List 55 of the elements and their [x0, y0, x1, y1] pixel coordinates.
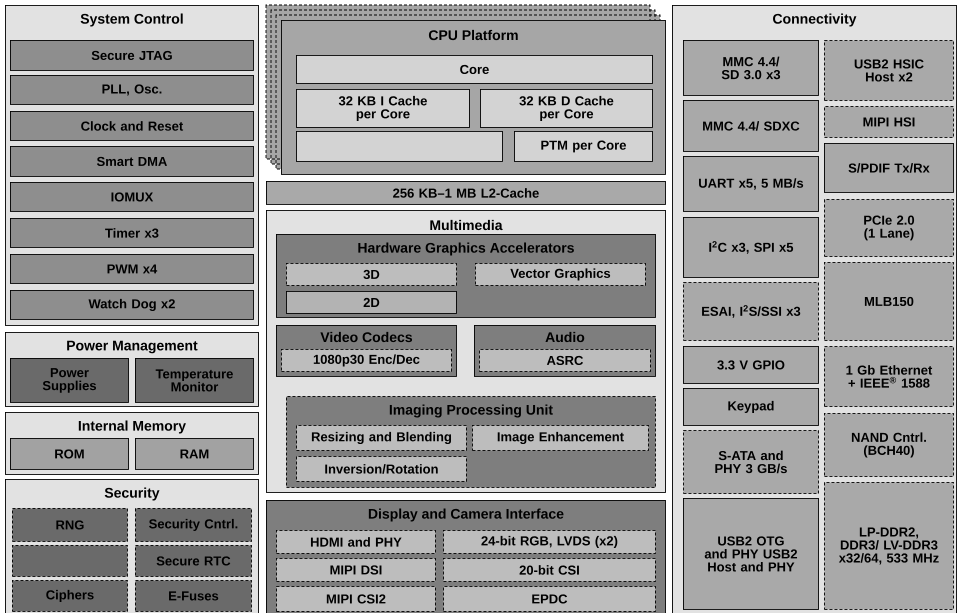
block-box: RAM — [135, 438, 254, 470]
block-box: PLL, Osc. — [10, 75, 254, 105]
block-box: Image Enhancement — [472, 425, 649, 451]
block-box: S/PDIF Tx/Rx — [824, 143, 954, 193]
block-box: Smart DMA — [10, 146, 254, 177]
block-box — [12, 545, 128, 577]
block-box: 32 KB I Cache per Core — [296, 89, 470, 128]
block-box: Secure JTAG — [10, 40, 254, 71]
block-box: 256 KB–1 MB L2-Cache — [266, 181, 666, 205]
block-box: IOMUX — [10, 182, 254, 212]
block-box: Core — [296, 55, 653, 84]
block-box: MIPI CSI2 — [276, 586, 436, 612]
block-box: MIPI DSI — [276, 558, 436, 582]
block-box: E-Fuses — [135, 580, 252, 612]
block-box: LP-DDR2, DDR3/ LV-DDR3 x32/64, 533 MHz — [824, 482, 954, 610]
block-box: Ciphers — [12, 580, 128, 612]
block-box: Power Supplies — [10, 358, 129, 403]
block-box: Clock and Reset — [10, 111, 254, 141]
block-box: Resizing and Blending — [296, 425, 467, 451]
block-box: EPDC — [443, 586, 656, 612]
block-box: Keypad — [683, 388, 819, 426]
block-box: ROM — [10, 438, 129, 470]
block-box: USB2 HSIC Host x2 — [824, 40, 954, 101]
block-box: 32 KB D Cache per Core — [480, 89, 653, 128]
block-box: 1 Gb Ethernet + IEEE$^{®}$ 1588 — [824, 346, 954, 407]
block-box: HDMI and PHY — [276, 530, 436, 554]
block-box: MMC 4.4/ SD 3.0 x3 — [683, 40, 819, 96]
block-box: 2D — [286, 291, 457, 314]
block-box: Temperature Monitor — [135, 358, 254, 403]
block-box: ESAI, I$^{2}$S/SSI x3 — [683, 282, 819, 341]
block-box: S-ATA and PHY 3 GB/s — [683, 430, 819, 494]
block-box: ASRC — [479, 349, 651, 372]
block-box: 20-bit CSI — [443, 558, 656, 582]
block-box: MLB150 — [824, 262, 954, 341]
block-box: Watch Dog x2 — [10, 290, 254, 320]
block-box: 3D — [286, 263, 457, 286]
block-box: USB2 OTG and PHY USB2 Host and PHY — [683, 498, 819, 610]
block-box: NAND Cntrl. (BCH40) — [824, 413, 954, 477]
block-box: Inversion/Rotation — [296, 456, 467, 482]
block-box: PWM x4 — [10, 254, 254, 284]
block-box: Secure RTC — [135, 545, 252, 577]
block-box: PTM per Core — [514, 131, 653, 162]
block-box: Vector Graphics — [475, 263, 646, 286]
block-box: MIPI HSI — [824, 106, 954, 138]
block-box: UART x5, 5 MB/s — [683, 156, 819, 212]
block-box: Timer x3 — [10, 218, 254, 248]
block-box: 1080p30 Enc/Dec — [281, 349, 452, 372]
block-box: RNG — [12, 508, 128, 542]
block-box: MMC 4.4/ SDXC — [683, 100, 819, 152]
block-box: Security Cntrl. — [135, 508, 252, 542]
block-box: I$^{2}$C x3, SPI x5 — [683, 217, 819, 278]
block-box — [296, 131, 503, 162]
block-box: PCIe 2.0 (1 Lane) — [824, 199, 954, 257]
block-box: 3.3 V GPIO — [683, 346, 819, 384]
block-box: 24-bit RGB, LVDS (x2) — [443, 530, 656, 554]
